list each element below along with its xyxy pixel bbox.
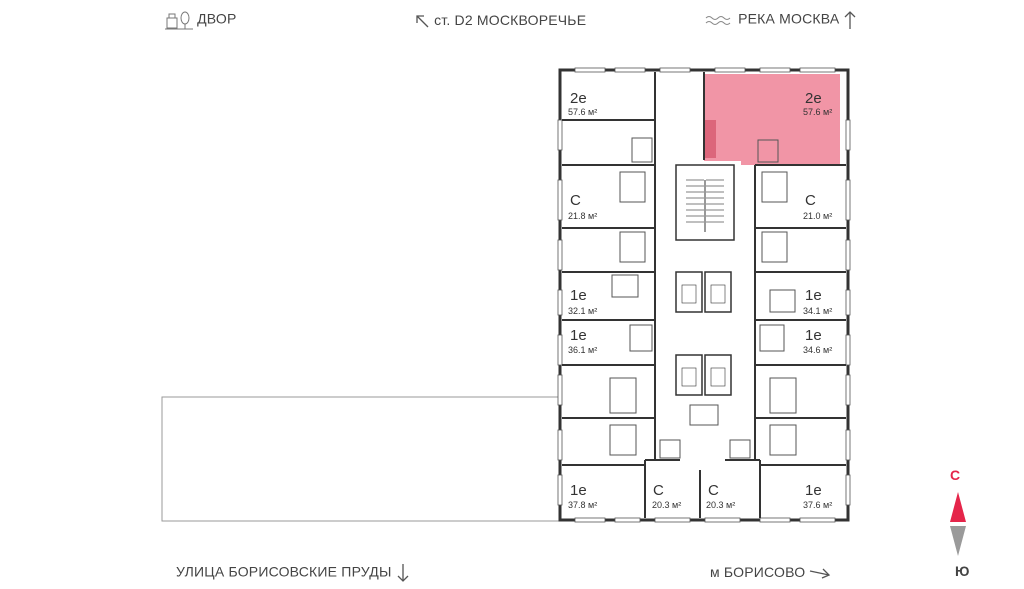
- apartment-type: 1е: [805, 287, 822, 304]
- apartment-8[interactable]: 1е 37.8 м²: [568, 482, 597, 510]
- arrow-down-icon: [396, 564, 410, 582]
- interior-walls: [562, 72, 846, 518]
- apartment-area: 36.1 м²: [568, 345, 597, 355]
- stair-steps: [686, 179, 724, 223]
- apartment-area: 34.6 м²: [803, 345, 832, 355]
- apartment-3[interactable]: С 21.0 м²: [803, 192, 832, 221]
- apartment-7[interactable]: 1е 34.6 м²: [803, 327, 832, 355]
- apartment-type: 1е: [570, 482, 587, 499]
- arrow-up-icon: [843, 11, 857, 29]
- apartment-0[interactable]: 2е 57.6 м²: [568, 90, 597, 117]
- river-text: РЕКА МОСКВА: [738, 10, 840, 27]
- stair-core: [675, 164, 735, 241]
- apartment-4[interactable]: 1е 32.1 м²: [568, 287, 597, 316]
- station-text: ст. D2 МОСКВОРЕЧЬЕ: [434, 12, 587, 28]
- compass-icon: [950, 492, 966, 556]
- compass-north-arrow: [950, 492, 966, 522]
- apartment-type: 2е: [570, 90, 587, 107]
- apartment-area: 21.0 м²: [803, 211, 832, 221]
- river-label: РЕКА МОСКВА: [704, 10, 857, 30]
- courtyard-text: ДВОР: [197, 10, 237, 27]
- highlighted-apartment: [704, 74, 840, 165]
- station-label: ст. D2 МОСКВОРЕЧЬЕ: [414, 12, 586, 29]
- apartment-5[interactable]: 1е 34.1 м²: [803, 287, 832, 316]
- apartment-area: 37.8 м²: [568, 500, 597, 510]
- adjacent-building-outline: [161, 396, 561, 522]
- apartment-area: 57.6 м²: [568, 107, 597, 117]
- apartment-type: С: [653, 482, 664, 499]
- apartment-type: 1е: [805, 327, 822, 344]
- apartment-type: 2е: [805, 90, 822, 107]
- apartment-1[interactable]: 2е 57.6 м²: [803, 90, 832, 117]
- apartment-area: 20.3 м²: [652, 500, 681, 510]
- apartment-labels: 2е 57.6 м² 2е 57.6 м² С 21.8 м² С 21.0 м…: [568, 90, 832, 510]
- courtyard-label: ДВОР: [165, 10, 236, 30]
- street-text: УЛИЦА БОРИСОВСКИЕ ПРУДЫ: [176, 563, 392, 580]
- apartment-11[interactable]: 1е 37.6 м²: [803, 482, 832, 510]
- apartment-area: 34.1 м²: [803, 306, 832, 316]
- elevators: [675, 271, 732, 396]
- apartment-area: 32.1 м²: [568, 306, 597, 316]
- metro-label: м БОРИСОВО: [710, 564, 831, 580]
- apartment-type: С: [805, 192, 816, 209]
- apartment-10[interactable]: С 20.3 м²: [706, 482, 735, 510]
- apartment-type: 1е: [805, 482, 822, 499]
- apartment-area: 20.3 м²: [706, 500, 735, 510]
- apartment-type: С: [570, 192, 581, 209]
- apartment-type: 1е: [570, 287, 587, 304]
- courtyard-icon: [165, 11, 197, 30]
- metro-text: м БОРИСОВО: [710, 564, 806, 580]
- apartment-type: С: [708, 482, 719, 499]
- apartment-2[interactable]: С 21.8 м²: [568, 192, 597, 221]
- apartment-type: 1е: [570, 327, 587, 344]
- street-label: УЛИЦА БОРИСОВСКИЕ ПРУДЫ: [176, 563, 410, 583]
- compass-south-arrow: [950, 526, 966, 556]
- apartment-area: 37.6 м²: [803, 500, 832, 510]
- compass-south-label: Ю: [955, 563, 970, 579]
- apartment-9[interactable]: С 20.3 м²: [652, 482, 681, 510]
- windows: [557, 67, 851, 523]
- compass-north-label: С: [950, 467, 961, 483]
- waves-icon: [704, 11, 738, 27]
- bathroom-fixtures: [609, 137, 797, 459]
- apartment-area: 57.6 м²: [803, 107, 832, 117]
- arrow-up-left-icon: [414, 12, 434, 28]
- apartment-area: 21.8 м²: [568, 211, 597, 221]
- arrow-right-icon: [809, 564, 831, 580]
- apartment-6[interactable]: 1е 36.1 м²: [568, 327, 597, 355]
